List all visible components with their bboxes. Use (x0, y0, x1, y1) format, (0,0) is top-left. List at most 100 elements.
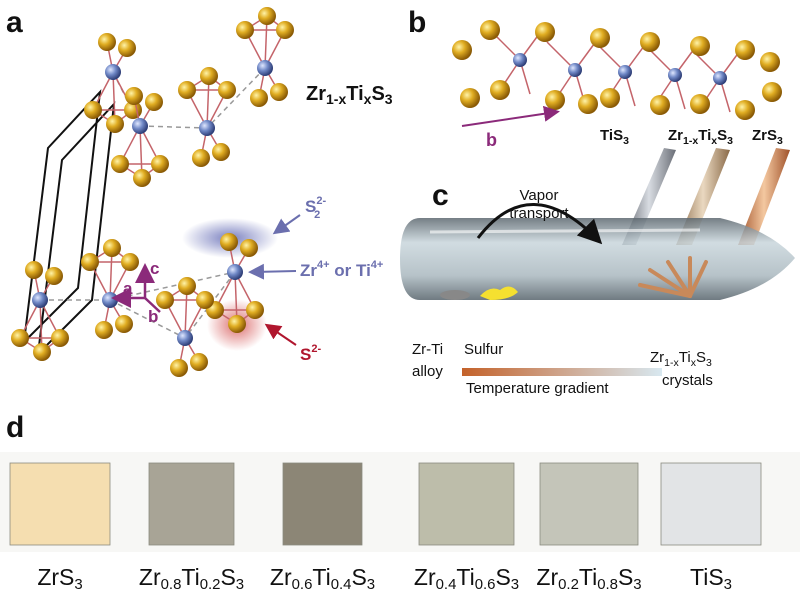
sulfur-atom (103, 239, 121, 257)
sulfur-atom (98, 33, 116, 51)
metal-sulfur-unit (111, 87, 169, 187)
sulfur-atom (690, 36, 710, 56)
sulfur-atom (220, 233, 238, 251)
sulfur-atom (196, 291, 214, 309)
sulfur-atom (490, 80, 510, 100)
sample-slide (282, 462, 363, 546)
dashed-bond (139, 125, 208, 129)
crystal-label-zrs3: ZrS3​ (752, 127, 783, 147)
metal-atom (199, 120, 215, 136)
sulfur-atom (650, 95, 670, 115)
sulfur-atom (118, 39, 136, 57)
sulfur-atom (600, 88, 620, 108)
svg-text:Zr4+ or Ti4+: Zr4+ or Ti4+ (300, 259, 383, 280)
sulfur-atom (81, 253, 99, 271)
metal-atom (668, 68, 682, 82)
vapor-label-line1: Vapor (520, 187, 559, 204)
alloy-label-line1: Zr-Ti (412, 341, 443, 358)
metal-atom (177, 330, 193, 346)
metal-atom (568, 63, 582, 77)
sulfur-atom (640, 32, 660, 52)
crystal-structure-a: c a b (11, 7, 294, 377)
metal-atom (227, 264, 243, 280)
sulfur-atom (480, 20, 500, 40)
sulfur-atom (535, 22, 555, 42)
sulfur-atom (133, 169, 151, 187)
sample-slide (9, 462, 111, 546)
sulfur-atom (545, 90, 565, 110)
panel-label-d: d (6, 411, 24, 444)
sulfur-atom (735, 40, 755, 60)
panel-label-b: b (408, 6, 426, 39)
metal-atom (32, 292, 48, 308)
temperature-gradient-label: Temperature gradient (466, 380, 609, 397)
sulfur-atom (170, 359, 188, 377)
sulfur-atom (240, 239, 258, 257)
axis-c-label: c (150, 259, 159, 278)
sulfur-atom (250, 89, 268, 107)
metal-sulfur-unit (156, 277, 214, 377)
metal-atom (105, 64, 121, 80)
sulfur-atom (178, 81, 196, 99)
sulfur-atom (218, 81, 236, 99)
sulfur-atom (690, 94, 710, 114)
sulfur-label: Sulfur (464, 341, 503, 358)
axis-a-label: a (123, 279, 133, 298)
metal-atom (713, 71, 727, 85)
sample-label: Zr0.8​Ti0.2​S3​ (139, 564, 244, 593)
sulfur-atom (200, 67, 218, 85)
sulfur-atom (125, 87, 143, 105)
ion-label-s2: S2-2 (272, 195, 326, 235)
sulfur-atom (258, 7, 276, 25)
crystals-word-label: crystals (662, 372, 713, 389)
sulfur-atom (11, 329, 29, 347)
sulfur-atom (51, 329, 69, 347)
sulfur-atom (145, 93, 163, 111)
dashed-bond (206, 67, 266, 129)
sample-label: Zr0.6​Ti0.4​S3​ (270, 564, 375, 593)
metal-atom (257, 60, 273, 76)
vapor-transport-arrow (476, 203, 603, 245)
crystals-formula-label: Zr1-x​Tix​S3​ (650, 349, 712, 369)
metal-sulfur-unit (84, 33, 142, 133)
sulfur-atom (246, 301, 264, 319)
sample-slide (539, 462, 639, 546)
metal-atom (513, 53, 527, 67)
sulfur-atom (228, 315, 246, 333)
sulfur-atom (192, 149, 210, 167)
crystal-label-tis3: TiS3​ (600, 127, 629, 147)
metal-atom (102, 292, 118, 308)
svg-text:S2-2: S2-2 (305, 195, 326, 221)
quartz-ampoule (400, 218, 795, 300)
sulfur-atom (578, 94, 598, 114)
sulfur-atom (106, 115, 124, 133)
sulfur-atom (121, 253, 139, 271)
crystal-label-zrtis3: Zr1-x​Tix​S3​ (668, 127, 733, 147)
metal-sulfur-unit (11, 261, 69, 361)
sulfur-atom (760, 52, 780, 72)
sulfur-atom (95, 321, 113, 339)
sulfur-atom (236, 21, 254, 39)
alloy-label-line2: alloy (412, 363, 443, 380)
sample-label: Zr0.4​Ti0.6​S3​ (414, 564, 519, 593)
metal-sulfur-unit (236, 7, 294, 107)
ion-label-s: S2- (264, 323, 321, 364)
axis-b-arrow (144, 297, 161, 313)
sample-label: ZrS3​ (37, 564, 82, 593)
formula-title: Zr1-x​Tix​S3​ (306, 83, 393, 107)
sulfur-atom (111, 155, 129, 173)
sulfur-atom (84, 101, 102, 119)
sulfur-atom (25, 261, 43, 279)
rod-zrs3 (738, 148, 790, 245)
sulfur-atom (762, 82, 782, 102)
sulfur-atom (270, 83, 288, 101)
atomic-chain-b (452, 20, 782, 120)
sample-photos: ZrS3​ Zr0.8​Ti0.2​S3​ Zr0.6​Ti0.4​S3​ Zr0.4… (9, 462, 762, 593)
sulfur-atom (212, 143, 230, 161)
metal-atom (618, 65, 632, 79)
sulfur-atom (45, 267, 63, 285)
sulfur-atom (33, 343, 51, 361)
metal-sulfur-unit (178, 67, 236, 167)
axis-b-arrow-panel-b (461, 105, 560, 127)
